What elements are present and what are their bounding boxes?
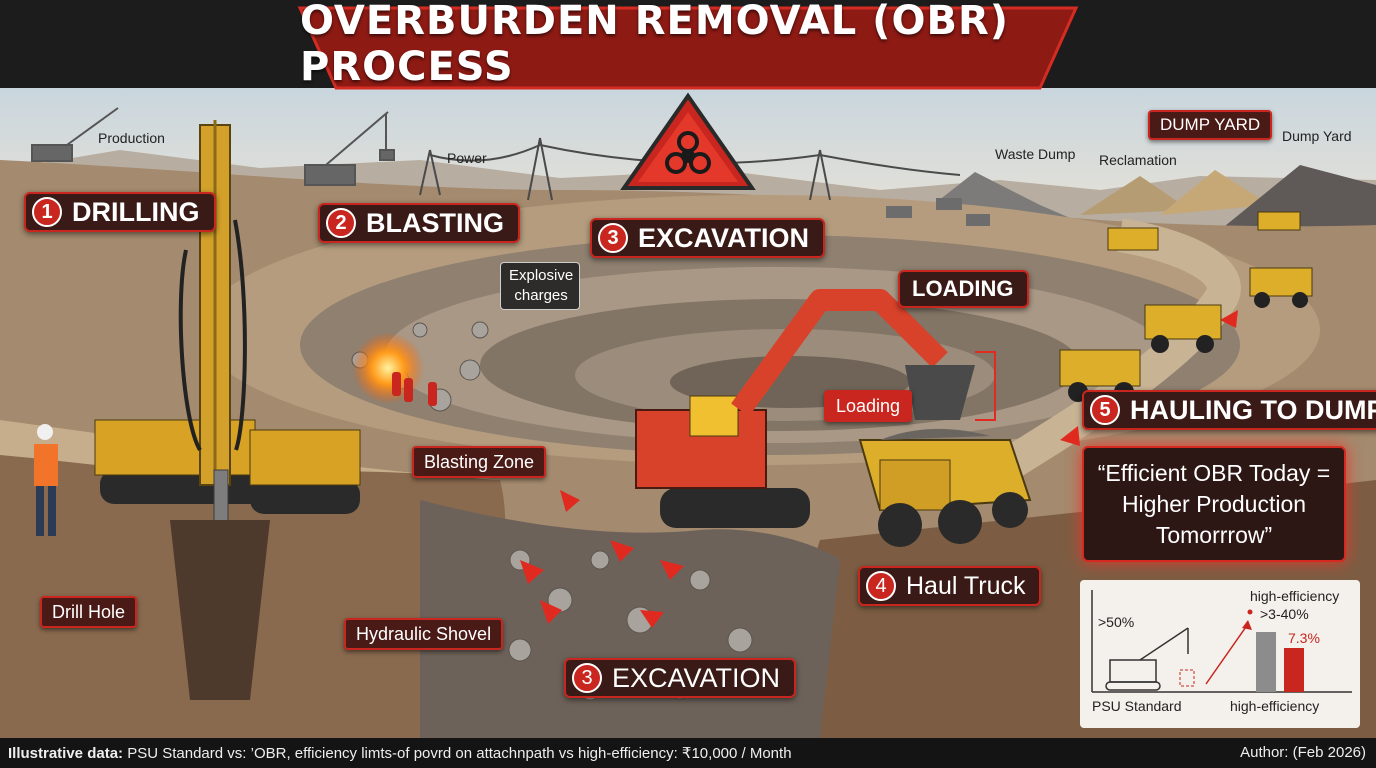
label-reclamation: Reclamation bbox=[1099, 152, 1177, 168]
title-banner bbox=[297, 6, 1079, 90]
road-trucks bbox=[1059, 211, 1313, 402]
dump-yard-banner: DUMP YARD bbox=[1148, 110, 1273, 140]
label-power: Power bbox=[447, 150, 487, 166]
flow-arrows bbox=[520, 310, 1238, 628]
label-loading: Loading bbox=[824, 390, 913, 422]
chart-left-value: >50% bbox=[1098, 614, 1135, 630]
step-number: 2 bbox=[326, 208, 356, 238]
explosion bbox=[352, 332, 424, 404]
background-cranes bbox=[31, 107, 395, 186]
step-number: 3 bbox=[572, 663, 602, 693]
dynamite bbox=[392, 372, 437, 406]
drill-rig bbox=[94, 120, 361, 691]
footer-author: Author: (Feb 2026) bbox=[1240, 744, 1366, 761]
step-label: HAULING TO DUMP bbox=[1130, 394, 1376, 425]
footer: Illustrative data: PSU Standard vs: ’OBR… bbox=[0, 738, 1376, 768]
step-label: BLASTING bbox=[366, 207, 504, 238]
biohazard-icon bbox=[665, 131, 711, 174]
haul-truck-foreground bbox=[858, 428, 1032, 547]
chart-bar-value: 7.3% bbox=[1288, 630, 1320, 646]
chart-x-right: high-efficiency bbox=[1230, 698, 1320, 714]
dump-yard-pile bbox=[1160, 170, 1270, 215]
step-label: DRILLING bbox=[72, 196, 200, 227]
mini-chart: high-efficiency >3-40% >50% 7.3% PSU Sta… bbox=[1080, 580, 1360, 728]
quote-box: “Efficient OBR Today = Higher Production… bbox=[1082, 446, 1346, 562]
chart-top-label: high-efficiency bbox=[1250, 588, 1340, 604]
worker bbox=[34, 424, 58, 536]
step-number: 5 bbox=[1090, 395, 1120, 425]
step-number: 1 bbox=[32, 197, 62, 227]
step-label: EXCAVATION bbox=[612, 662, 781, 693]
loading-bracket bbox=[975, 351, 996, 421]
chart-trend-label: >3-40% bbox=[1260, 606, 1309, 622]
crane-icon bbox=[1105, 627, 1189, 691]
label-blasting-zone: Blasting Zone bbox=[412, 446, 547, 478]
footer-data-note: Illustrative data: PSU Standard vs: ’OBR… bbox=[8, 744, 792, 762]
label-production: Production bbox=[98, 130, 165, 146]
step-excavation-top: 3 EXCAVATION bbox=[590, 218, 826, 258]
excavator bbox=[635, 289, 975, 528]
bar-high-efficiency bbox=[1284, 648, 1304, 692]
chart-x-left: PSU Standard bbox=[1092, 698, 1182, 714]
label-explosive-charges: Explosive charges bbox=[500, 262, 580, 310]
step-number: 3 bbox=[598, 223, 628, 253]
page-title: OVERBURDEN REMOVAL (OBR) PROCESS bbox=[300, 0, 1010, 90]
step-label: Haul Truck bbox=[906, 571, 1026, 600]
step-haul-truck: 4 Haul Truck bbox=[858, 566, 1042, 606]
step-label: EXCAVATION bbox=[638, 222, 810, 253]
label-waste-dump: Waste Dump bbox=[995, 146, 1076, 162]
warning-triangle-icon bbox=[620, 92, 756, 190]
step-blasting: 2 BLASTING bbox=[318, 203, 520, 243]
reclamation-pile bbox=[1080, 176, 1190, 215]
footer-text: PSU Standard vs: ’OBR, efficiency limts-… bbox=[123, 745, 792, 762]
step-loading: LOADING bbox=[898, 270, 1030, 308]
step-label: LOADING bbox=[912, 276, 1014, 301]
step-hauling: 5 HAULING TO DUMP bbox=[1082, 390, 1376, 430]
label-drill-hole: Drill Hole bbox=[40, 596, 138, 628]
step-number: 4 bbox=[866, 571, 896, 601]
background-trucks bbox=[886, 198, 990, 226]
label-dump-yard: Dump Yard bbox=[1282, 128, 1352, 144]
step-drilling: 1 DRILLING bbox=[24, 192, 216, 232]
drill-hole bbox=[170, 520, 270, 700]
mini-chart-graphic bbox=[1091, 590, 1352, 693]
footer-bold: Illustrative data: bbox=[8, 745, 124, 762]
bar-psu bbox=[1256, 632, 1276, 692]
label-hydraulic-shovel: Hydraulic Shovel bbox=[344, 618, 504, 650]
step-excavation-bottom: 3 EXCAVATION bbox=[564, 658, 797, 698]
